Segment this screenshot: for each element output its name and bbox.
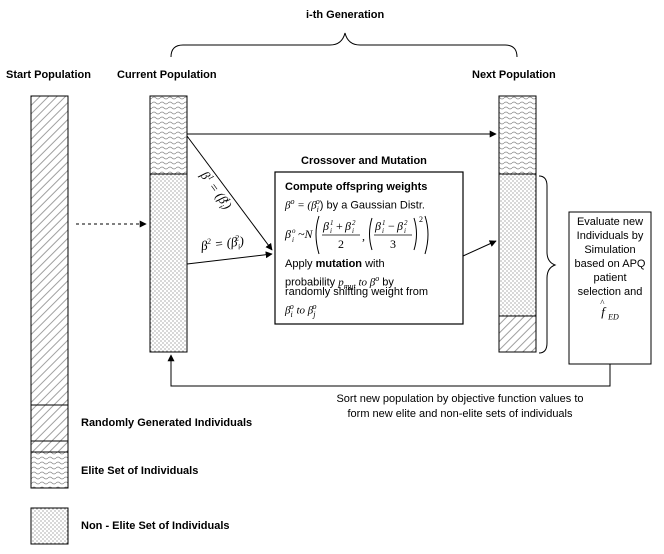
start-population-label: Start Population <box>6 69 91 81</box>
legend-swatch-random <box>30 404 69 442</box>
evaluate-line-3: Simulation <box>584 244 636 256</box>
svg-text:β: β <box>344 219 351 233</box>
beta2-arrow <box>186 251 273 265</box>
svg-text:2: 2 <box>338 237 344 251</box>
svg-text:−: − <box>388 219 395 233</box>
svg-text:1: 1 <box>382 219 386 227</box>
apply-mutation-line: Apply mutation with <box>285 258 385 270</box>
legend-random-label: Randomly Generated Individuals <box>81 417 253 429</box>
next-population-label: Next Population <box>472 69 556 81</box>
svg-text:2: 2 <box>352 219 356 227</box>
svg-text:β: β <box>396 219 403 233</box>
evaluate-text: Evaluate new Individuals by Simulation b… <box>569 215 651 325</box>
svg-text:β: β <box>374 219 381 233</box>
evaluate-line-5: patient <box>593 272 627 284</box>
legend-swatch-elite <box>30 451 69 489</box>
sort-line-2: form new elite and non-elite sets of ind… <box>347 408 573 420</box>
start-population-bar <box>30 95 69 454</box>
evaluate-box <box>568 211 652 365</box>
gaussian-line: βo = (βio) by a Gaussian Distr. <box>285 197 425 214</box>
svg-text:o: o <box>292 227 296 235</box>
svg-text:β: β <box>284 227 291 241</box>
current-elite-segment <box>149 95 188 175</box>
svg-text:~N: ~N <box>298 227 313 241</box>
svg-text:1: 1 <box>330 219 334 227</box>
svg-text:2: 2 <box>419 215 423 224</box>
beta1-arrow <box>186 135 273 251</box>
legend-elite-label: Elite Set of Individuals <box>81 465 199 477</box>
offspring-arrow <box>462 240 497 257</box>
sort-text: Sort new population by objective functio… <box>310 392 610 422</box>
evaluate-line-2: Individuals by <box>576 230 644 242</box>
evaluation-brace <box>538 175 557 354</box>
svg-text:β: β <box>322 219 329 233</box>
svg-text:+: + <box>336 219 343 233</box>
generation-brace <box>170 32 518 58</box>
svg-text:i: i <box>352 227 354 235</box>
svg-text:i: i <box>382 227 384 235</box>
svg-text:,: , <box>362 229 365 243</box>
probability-line: probability pmut to βo by <box>285 274 394 291</box>
svg-text:i: i <box>404 227 406 235</box>
legend-swatch-nonelite <box>30 507 69 545</box>
from-to-line: βio to βjo <box>285 302 317 319</box>
randomly-shifting-line: randomly shifting weight from <box>285 286 429 298</box>
current-nonelite-segment <box>149 173 188 353</box>
evaluate-line-4: based on APQ <box>574 258 646 270</box>
objective-function-symbol: ^ f ED <box>600 298 619 322</box>
svg-text:i: i <box>292 236 294 244</box>
evaluate-line-6: selection and <box>577 286 643 298</box>
sort-line-1: Sort new population by objective functio… <box>336 393 584 405</box>
next-nonelite-segment <box>498 173 537 317</box>
crossover-box <box>274 171 464 325</box>
next-elite-segment <box>498 95 537 175</box>
crossover-heading: Crossover and Mutation <box>301 155 427 167</box>
legend-nonelite-label: Non - Elite Set of Individuals <box>81 520 230 532</box>
compute-offspring-label: Compute offspring weights <box>285 181 428 193</box>
current-population-label: Current Population <box>117 69 217 81</box>
svg-text:2: 2 <box>404 219 408 227</box>
next-random-segment <box>498 315 537 353</box>
svg-text:3: 3 <box>390 237 396 251</box>
generation-title: i-th Generation <box>306 9 385 21</box>
svg-text:i: i <box>330 227 332 235</box>
feedback-loop <box>167 354 611 387</box>
evaluate-line-1: Evaluate new <box>576 216 644 228</box>
